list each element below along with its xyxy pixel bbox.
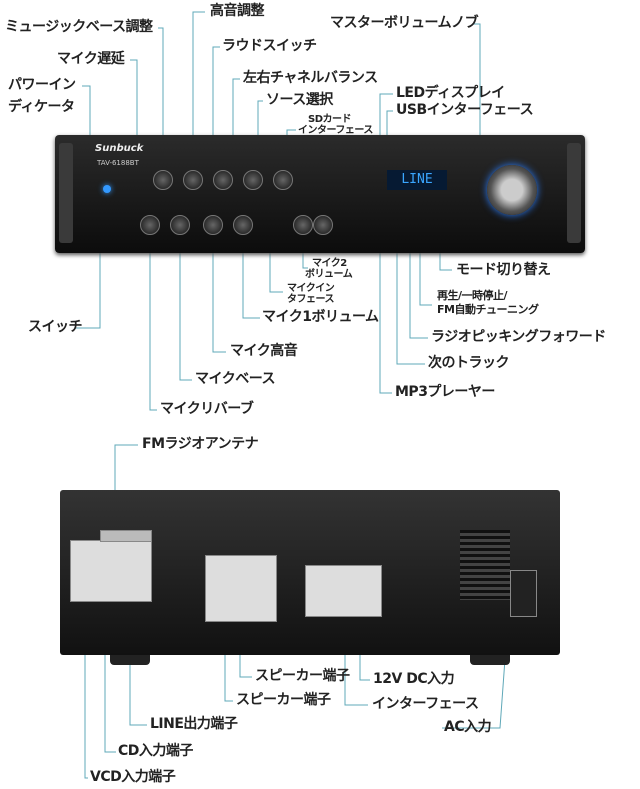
label-loud-switch: ラウドスイッチ xyxy=(222,38,317,54)
label-speaker-terminal-2: スピーカー端子 xyxy=(236,692,331,708)
knob-balance[interactable] xyxy=(273,170,293,190)
brand-logo: Sunbuck xyxy=(95,143,144,154)
label-sd-card-2: インターフェース xyxy=(298,125,373,136)
label-mp3-player: MP3プレーヤー xyxy=(395,384,495,400)
label-led-display: LEDディスプレイ xyxy=(396,85,505,101)
label-mic-reverb: マイクリバーブ xyxy=(160,401,254,417)
knob-treble[interactable] xyxy=(213,170,233,190)
amplifier-front-panel: Sunbuck TAV-6188BT LINE xyxy=(55,135,585,253)
knob-mic-reverb[interactable] xyxy=(140,215,160,235)
foot-left xyxy=(110,655,150,665)
label-ac-input: AC入力 xyxy=(444,719,492,735)
knob-mic-master[interactable] xyxy=(313,215,333,235)
label-vcd-in: VCD入力端子 xyxy=(90,769,176,785)
master-volume-knob[interactable] xyxy=(487,165,537,215)
label-mic2-volume-1: マイク2 xyxy=(312,258,347,269)
label-mic-treble: マイク高音 xyxy=(230,343,298,359)
label-mic-interface-1: マイクイン xyxy=(287,283,335,294)
rca-input-panel xyxy=(70,540,152,602)
label-speaker-terminal-1: スピーカー端子 xyxy=(255,668,350,684)
knob-music-bass[interactable] xyxy=(183,170,203,190)
label-mic-delay: マイク遅延 xyxy=(57,51,125,67)
label-balance: 左右チャネルバランス xyxy=(243,70,378,86)
label-mic2-volume-2: ボリューム xyxy=(305,269,353,280)
label-radio-forward: ラジオピッキングフォワード xyxy=(431,329,606,345)
knob-mic-treble[interactable] xyxy=(203,215,223,235)
label-power-indicator-1: パワーイン xyxy=(8,77,76,93)
label-mic1-volume: マイク1ボリューム xyxy=(262,309,379,325)
label-cd-in: CD入力端子 xyxy=(118,743,193,759)
power-indicator-led xyxy=(103,185,111,193)
knob-mic1-volume[interactable] xyxy=(233,215,253,235)
label-sd-card-1: SDカード xyxy=(308,114,352,125)
foot-right xyxy=(470,655,510,665)
label-music-bass: ミュージックベース調整 xyxy=(5,19,153,35)
fm-antenna-jack xyxy=(100,530,152,542)
label-power-indicator-2: ディケータ xyxy=(8,99,75,115)
knob-mic-delay[interactable] xyxy=(153,170,173,190)
ac-input xyxy=(510,570,537,617)
label-usb: USBインターフェース xyxy=(396,102,534,118)
model-number: TAV-6188BT xyxy=(97,159,139,167)
label-mic-bass: マイクベース xyxy=(195,371,276,387)
rack-ear-right xyxy=(567,143,581,243)
rack-ear-left xyxy=(59,143,73,243)
label-next-track: 次のトラック xyxy=(428,355,510,371)
label-play-pause-2: FM自動チューニング xyxy=(437,303,539,316)
knob-loud[interactable] xyxy=(243,170,263,190)
label-mode-switch: モード切り替え xyxy=(456,262,551,278)
label-mic-interface-2: タフェース xyxy=(287,294,335,305)
label-fm-antenna: FMラジオアンテナ xyxy=(142,436,259,452)
label-line-out: LINE出力端子 xyxy=(150,716,238,732)
speaker-terminal-panel xyxy=(205,555,277,622)
amplifier-rear-panel xyxy=(60,490,560,655)
led-display: LINE xyxy=(387,170,447,190)
knob-mic-bass[interactable] xyxy=(170,215,190,235)
label-interface: インターフェース xyxy=(372,696,479,712)
label-source-select: ソース選択 xyxy=(266,92,333,108)
label-treble: 高音調整 xyxy=(210,3,265,19)
label-master-volume: マスターボリュームノブ xyxy=(330,15,479,31)
label-switch: スイッチ xyxy=(28,319,83,335)
label-dc-input: 12V DC入力 xyxy=(373,671,455,687)
knob-mic2-volume[interactable] xyxy=(293,215,313,235)
ventilation-grille xyxy=(460,530,510,600)
label-play-pause-1: 再生/一時停止/ xyxy=(437,289,508,302)
dc-input-panel xyxy=(305,565,382,617)
